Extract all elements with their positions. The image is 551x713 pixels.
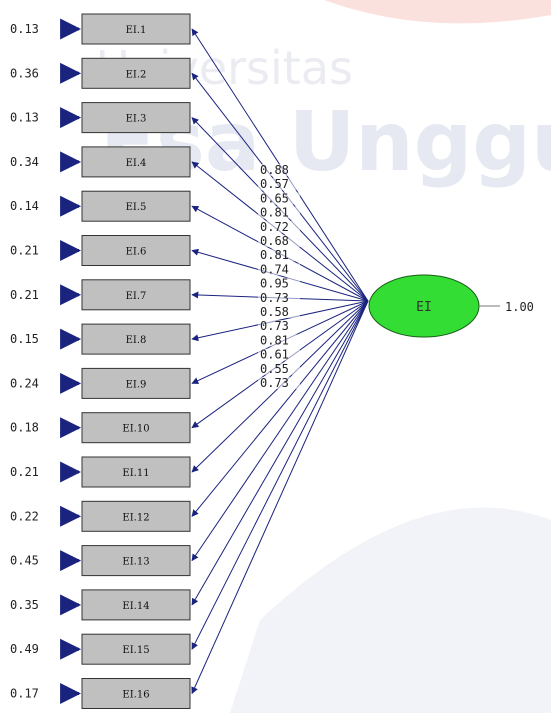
- loading-path-ei16: [191, 300, 369, 695]
- loading-value-ei4: 0.81: [260, 206, 289, 220]
- error-variance-ei11: 0.21: [10, 465, 39, 479]
- indicator-box-ei5[interactable]: [81, 190, 191, 222]
- indicator-box-ei14[interactable]: [81, 589, 191, 621]
- watermark-arc: [230, 507, 551, 713]
- indicator-label-ei11: EI.11: [122, 468, 149, 479]
- indicator-box-ei2[interactable]: [81, 57, 191, 89]
- indicator-label-ei3: EI.3: [126, 114, 147, 125]
- indicator-box-ei7[interactable]: [81, 279, 191, 311]
- loading-label-bg-ei14: [258, 348, 300, 361]
- loading-label-bg-ei5: [258, 220, 300, 233]
- watermark-swoosh: [324, 0, 551, 24]
- loading-label-bg-ei8: [258, 263, 300, 276]
- loading-label-bg-ei15: [258, 362, 300, 375]
- loading-label-bg-ei13: [258, 334, 300, 347]
- loading-label-bg-ei16: [258, 377, 300, 389]
- error-variance-ei16: 0.17: [10, 687, 39, 701]
- indicator-label-ei10: EI.10: [122, 424, 149, 435]
- indicator-box-ei6[interactable]: [81, 235, 191, 266]
- indicator-box-ei13[interactable]: [81, 545, 191, 577]
- error-variance-ei2: 0.36: [10, 66, 39, 80]
- indicator-box-ei16[interactable]: [81, 678, 191, 709]
- loading-label-bg-ei10: [258, 291, 300, 304]
- loading-path-ei14: [191, 300, 369, 606]
- indicator-label-ei16: EI.16: [122, 690, 149, 701]
- error-variance-ei13: 0.45: [10, 554, 39, 568]
- loading-value-ei6: 0.68: [260, 234, 289, 248]
- error-variance-ei4: 0.34: [10, 155, 39, 169]
- error-variance-ei10: 0.18: [10, 421, 39, 435]
- loading-value-ei13: 0.81: [260, 333, 289, 347]
- error-variance-ei7: 0.21: [10, 288, 39, 302]
- loading-label-bg-ei4: [258, 206, 300, 219]
- loading-value-ei9: 0.95: [260, 277, 289, 291]
- loading-value-ei2: 0.57: [260, 177, 289, 191]
- indicator-box-ei15[interactable]: [81, 633, 191, 665]
- indicator-box-ei10[interactable]: [81, 412, 191, 444]
- error-variance-ei15: 0.49: [10, 642, 39, 656]
- loading-value-ei10: 0.73: [260, 291, 289, 305]
- indicator-box-ei1[interactable]: [81, 13, 191, 45]
- loading-label-bg-ei11: [258, 306, 300, 318]
- indicator-box-ei9[interactable]: [81, 367, 191, 399]
- indicator-label-ei5: EI.5: [126, 202, 147, 213]
- loading-path-ei8: [191, 300, 369, 342]
- indicator-label-ei15: EI.15: [122, 645, 149, 656]
- loading-label-bg-ei7: [258, 249, 300, 262]
- loading-value-ei5: 0.72: [260, 220, 289, 234]
- loading-label-bg-ei12: [258, 320, 300, 333]
- indicator-label-ei9: EI.9: [126, 379, 147, 390]
- indicator-label-ei6: EI.6: [126, 247, 147, 258]
- loading-label-bg-ei9: [258, 277, 300, 290]
- loading-value-ei15: 0.55: [260, 362, 289, 376]
- latent-ei-label: EI: [416, 300, 432, 315]
- indicator-box-ei3[interactable]: [81, 102, 191, 134]
- error-variance-ei5: 0.14: [10, 199, 39, 213]
- indicator-label-ei1: EI.1: [126, 25, 147, 36]
- loading-value-ei11: 0.58: [260, 305, 289, 319]
- loading-path-ei13: [191, 300, 369, 562]
- loading-path-ei12: [191, 300, 369, 517]
- loading-label-bg-ei6: [258, 235, 300, 247]
- indicator-label-ei13: EI.13: [122, 557, 149, 568]
- loading-value-ei8: 0.74: [260, 262, 289, 276]
- indicator-box-ei11[interactable]: [81, 456, 191, 488]
- latent-variance-label: 1.00: [505, 300, 534, 314]
- error-variance-ei8: 0.15: [10, 332, 39, 346]
- error-variance-ei14: 0.35: [10, 598, 39, 612]
- indicator-box-ei12[interactable]: [81, 500, 191, 532]
- indicator-box-ei4[interactable]: [81, 146, 191, 178]
- indicator-label-ei2: EI.2: [126, 69, 147, 80]
- error-variance-ei6: 0.21: [10, 244, 39, 258]
- loading-label-bg-ei2: [258, 178, 300, 191]
- loading-path-ei15: [191, 300, 369, 650]
- error-variance-ei3: 0.13: [10, 111, 39, 125]
- loading-label-bg-ei3: [258, 192, 300, 205]
- error-variance-ei9: 0.24: [10, 376, 39, 390]
- indicator-label-ei12: EI.12: [122, 512, 149, 523]
- loading-value-ei16: 0.73: [260, 376, 289, 390]
- loading-path-ei6: [191, 248, 369, 302]
- error-variance-ei1: 0.13: [10, 22, 39, 36]
- loading-value-ei12: 0.73: [260, 319, 289, 333]
- loading-value-ei3: 0.65: [260, 191, 289, 205]
- indicator-label-ei7: EI.7: [126, 291, 147, 302]
- indicator-label-ei14: EI.14: [122, 601, 149, 612]
- indicator-label-ei8: EI.8: [126, 335, 147, 346]
- loading-value-ei7: 0.81: [260, 248, 289, 262]
- error-variance-ei12: 0.22: [10, 509, 39, 523]
- loading-value-ei1: 0.88: [260, 163, 289, 177]
- loading-label-bg-ei1: [258, 164, 300, 176]
- indicator-label-ei4: EI.4: [126, 158, 147, 169]
- loading-value-ei14: 0.61: [260, 348, 289, 362]
- indicator-box-ei8[interactable]: [81, 323, 191, 355]
